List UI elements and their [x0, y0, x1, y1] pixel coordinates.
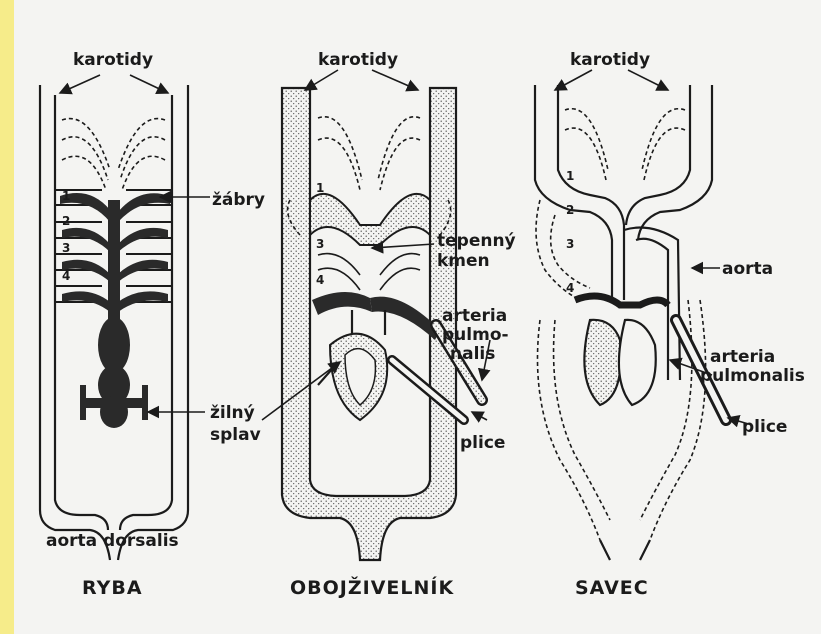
arch-number-mammal-3: 3 [566, 237, 574, 251]
label-plice-mammal: plice [742, 417, 787, 437]
caption-ryba: RYBA [82, 577, 143, 599]
label-zilny-splav-2: splav [210, 425, 261, 445]
arch-number-amphibian-3: 3 [316, 237, 324, 251]
arch-number-mammal-4: 4 [566, 281, 574, 295]
arch-number-fish-3: 3 [62, 241, 70, 255]
caption-obojzivelnik: OBOJŽIVELNÍK [290, 576, 454, 599]
label-zabry: žábry [212, 190, 265, 210]
label-tepenny-kmen-1: tepenný [437, 231, 516, 251]
label-aorta: aorta [722, 259, 773, 279]
label-arteria-pulmonalis-b-2: pulmonalis [700, 366, 805, 386]
caption-savec: SAVEC [575, 577, 649, 599]
label-arteria-pulmonalis-a-1: arteria [442, 306, 507, 326]
label-tepenny-kmen-2: kmen [437, 251, 490, 271]
label-karotidy-mammal: karotidy [570, 50, 650, 70]
arch-number-fish-2: 2 [62, 214, 70, 228]
arch-number-mammal-1: 1 [566, 169, 574, 183]
label-aorta-dorsalis: aorta dorsalis [46, 531, 179, 551]
arch-number-amphibian-4: 4 [316, 273, 324, 287]
arch-number-mammal-2: 2 [566, 203, 574, 217]
label-karotidy-amphibian: karotidy [318, 50, 398, 70]
label-plice-amphibian: plice [460, 433, 505, 453]
arch-number-fish-4: 4 [62, 269, 70, 283]
arch-number-fish-1: 1 [62, 189, 70, 203]
label-karotidy-fish: karotidy [73, 50, 153, 70]
label-arteria-pulmonalis-b-1: arteria [710, 347, 775, 367]
label-arteria-pulmonalis-a-3: nalis [450, 344, 495, 364]
arch-number-amphibian-1: 1 [316, 181, 324, 195]
label-zilny-splav-1: žilný [210, 403, 255, 423]
mammal-diagram [535, 85, 726, 560]
captions: RYBA OBOJŽIVELNÍK SAVEC [82, 576, 649, 599]
label-arteria-pulmonalis-a-2: pulmo- [442, 325, 509, 345]
fish-diagram [40, 85, 188, 560]
